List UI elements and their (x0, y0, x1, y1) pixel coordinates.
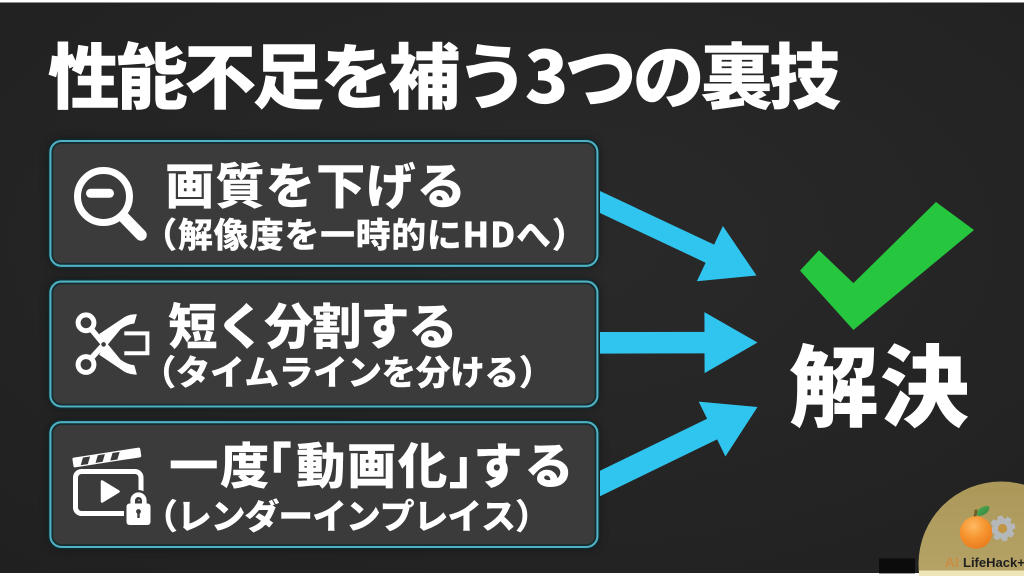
svg-text:AI: AI (945, 554, 959, 570)
svg-text:LifeHack+: LifeHack+ (963, 555, 1024, 570)
